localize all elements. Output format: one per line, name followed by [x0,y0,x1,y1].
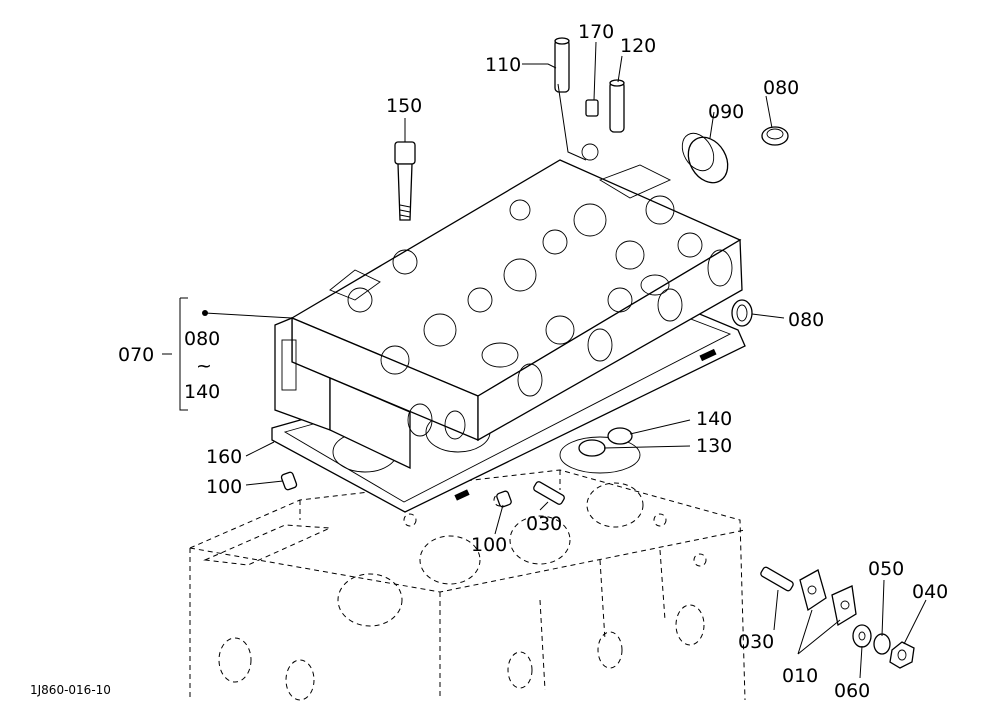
callout-040: 040 [912,581,948,603]
callout-140-range: 140 [184,381,220,403]
leader-lines [162,41,927,679]
callout-110: 110 [485,54,521,76]
callout-160: 160 [206,446,242,468]
callout-130: 130 [696,435,732,457]
callout-070: 070 [118,344,154,366]
stud-030-mid [533,481,565,505]
valve-guide-120 [609,79,625,133]
lock-washer-050 [873,633,891,655]
callout-range-tilde: ~ [196,355,212,377]
stud-030-low [760,566,794,592]
callout-060: 060 [834,680,870,702]
cylinder-head [274,143,743,470]
callout-120: 120 [620,35,656,57]
cap-090 [681,132,729,184]
callout-100-left: 100 [206,476,242,498]
nut-040 [889,641,915,669]
plug-170 [585,99,599,117]
seal-130 [578,439,606,457]
callout-080-range: 080 [184,328,220,350]
callout-050: 050 [868,558,904,580]
callout-100-mid: 100 [471,534,507,556]
plug-080-top [761,126,789,146]
callout-140: 140 [696,408,732,430]
valve-guide-110 [554,37,570,93]
pin-100-mid [496,490,512,508]
bracket-010 [799,569,857,627]
callout-170: 170 [578,21,614,43]
callout-080-top: 080 [763,77,799,99]
washer-060 [852,624,872,648]
plug-080-right [731,299,753,327]
seal-140 [607,427,633,445]
engine-block [189,469,746,701]
callout-labels: 110 170 120 080 090 150 080 070 080 ~ 14… [30,21,948,702]
callout-090: 090 [708,101,744,123]
reference-code: 1J860-016-10 [30,683,111,697]
callout-010: 010 [782,665,818,687]
callout-080-right: 080 [788,309,824,331]
callout-030-mid: 030 [526,513,562,535]
pin-100-left [280,471,298,491]
callout-030-low: 030 [738,631,774,653]
bolt-150 [394,141,416,221]
callout-150: 150 [386,95,422,117]
